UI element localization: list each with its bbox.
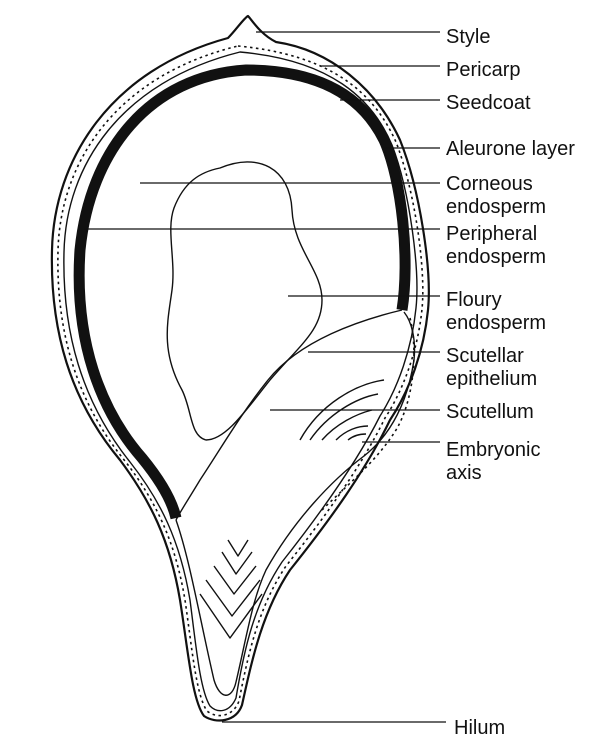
- label-hilum: Hilum: [454, 717, 505, 739]
- label-corneous-2: endosperm: [446, 196, 546, 218]
- floury-endosperm-region: [167, 162, 322, 440]
- label-pericarp: Pericarp: [446, 59, 520, 81]
- label-floury-1: Floury: [446, 289, 502, 311]
- label-seedcoat: Seedcoat: [446, 92, 531, 114]
- label-floury-2: endosperm: [446, 312, 546, 334]
- label-peripheral-1: Peripheral: [446, 223, 537, 245]
- endosperm-boundary: [176, 310, 402, 520]
- label-scutellar-1: Scutellar: [446, 345, 524, 367]
- label-scutellar-2: epithelium: [446, 368, 537, 390]
- label-corneous-1: Corneous: [446, 173, 533, 195]
- labels: Style Pericarp Seedcoat Aleurone layer C…: [446, 26, 575, 739]
- label-embryonic-1: Embryonic: [446, 439, 540, 461]
- label-aleurone: Aleurone layer: [446, 138, 575, 160]
- label-peripheral-2: endosperm: [446, 246, 546, 268]
- label-style: Style: [446, 26, 490, 48]
- label-embryonic-2: axis: [446, 462, 482, 484]
- aleurone-band: [79, 70, 405, 518]
- scutellum-outline: [176, 312, 415, 695]
- label-scutellum: Scutellum: [446, 401, 534, 423]
